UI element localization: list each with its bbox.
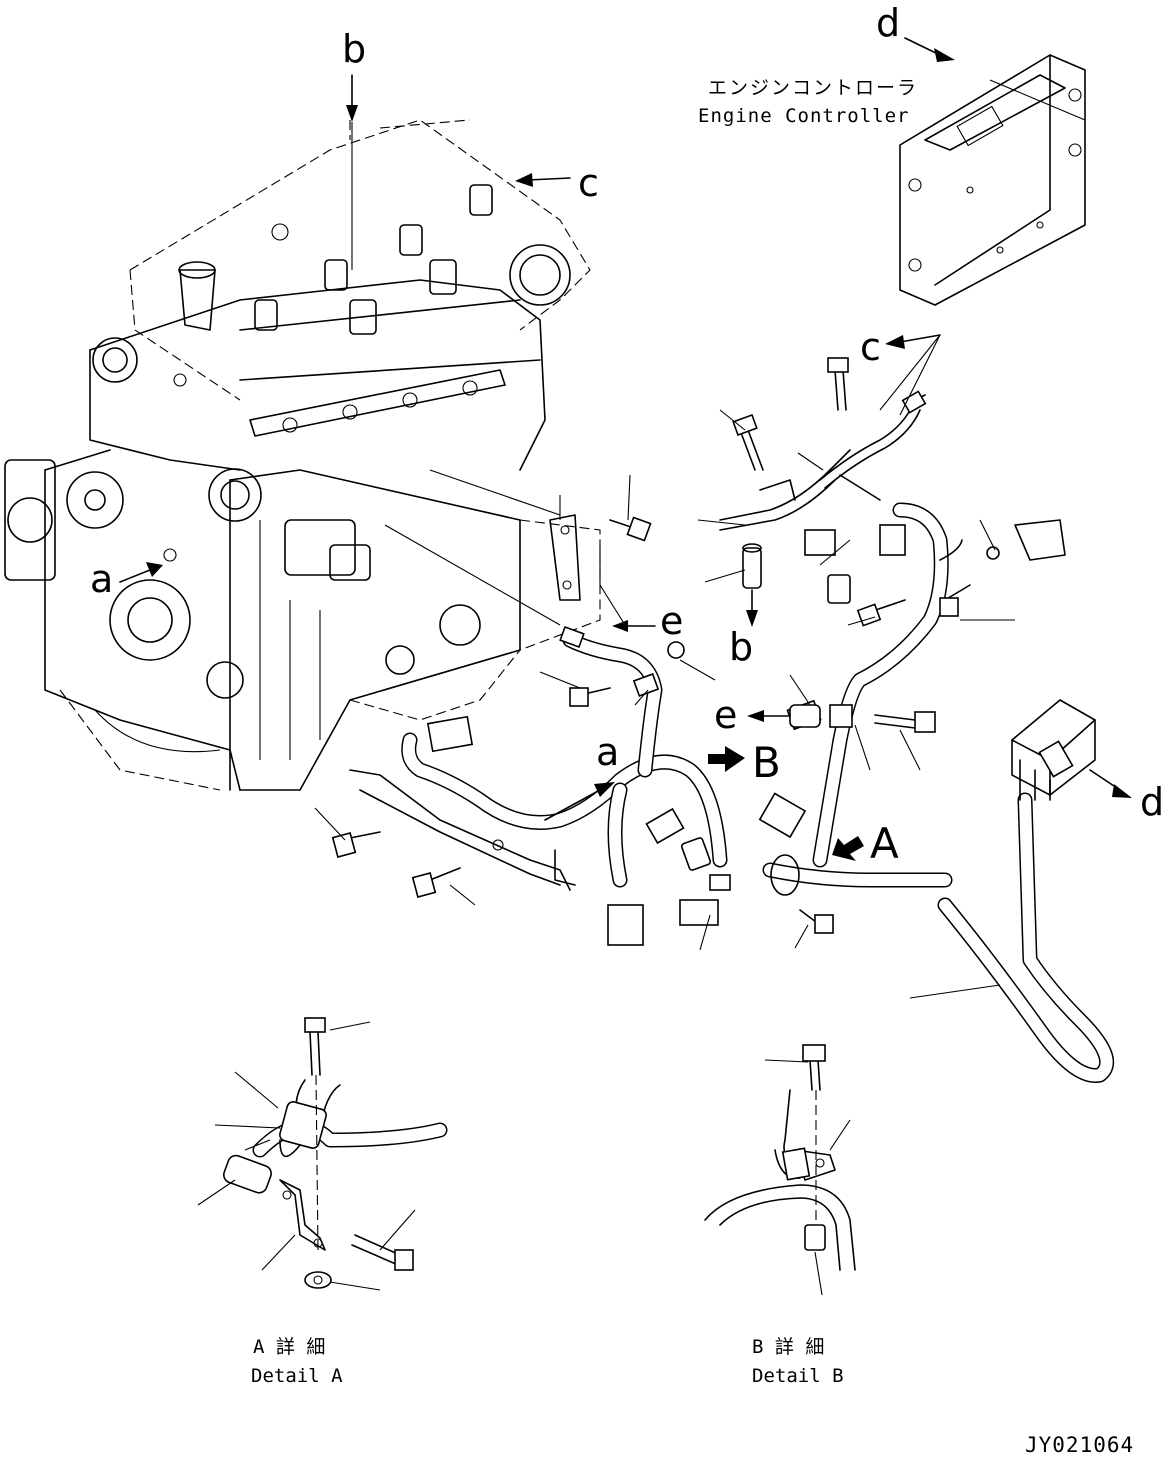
- ref-b-top: b: [342, 27, 366, 71]
- ref-c-harness: c: [860, 325, 881, 369]
- ref-a-harness: a: [596, 730, 619, 774]
- drawing-id: JY021064: [1025, 1433, 1134, 1457]
- engine-controller-unit: [899, 54, 1086, 306]
- reference-letters: b c d a c b e e a d B A: [90, 1, 1164, 868]
- detail-b-drawing: [704, 1044, 856, 1296]
- detail-a-jp: A 詳 細: [253, 1336, 325, 1358]
- detail-captions: A 詳 細 Detail A B 詳 細 Detail B: [251, 1336, 844, 1387]
- detail-b-en: Detail B: [752, 1365, 844, 1387]
- ref-a-engine: a: [90, 557, 113, 601]
- leader-lines: [314, 79, 1086, 999]
- engine-wiring-harness: [349, 390, 1115, 1083]
- ref-d-controller: d: [876, 1, 900, 45]
- view-label-a: A: [870, 819, 899, 868]
- bolt-icon: [331, 357, 936, 934]
- ref-d-connector: d: [1140, 780, 1164, 824]
- engine-assembly: [4, 119, 601, 791]
- detail-a-drawing: [197, 1017, 448, 1291]
- ref-c-engine: c: [578, 161, 599, 205]
- detail-b-jp: B 詳 細: [752, 1336, 824, 1358]
- clamp-icon: [549, 514, 1066, 601]
- engine-controller-en: Engine Controller: [698, 105, 909, 127]
- ref-b-bottom: b: [729, 625, 753, 669]
- ref-e-collar: e: [714, 693, 737, 737]
- engine-controller-jp: エンジンコントローラ: [708, 77, 918, 99]
- ref-e-bracket: e: [660, 599, 683, 643]
- detail-a-en: Detail A: [251, 1365, 343, 1387]
- arrow-icon: [119, 37, 1132, 821]
- view-label-b: B: [752, 738, 781, 787]
- view-arrow-icon: [708, 746, 864, 861]
- engine-controller-caption: エンジンコントローラ Engine Controller: [698, 77, 918, 127]
